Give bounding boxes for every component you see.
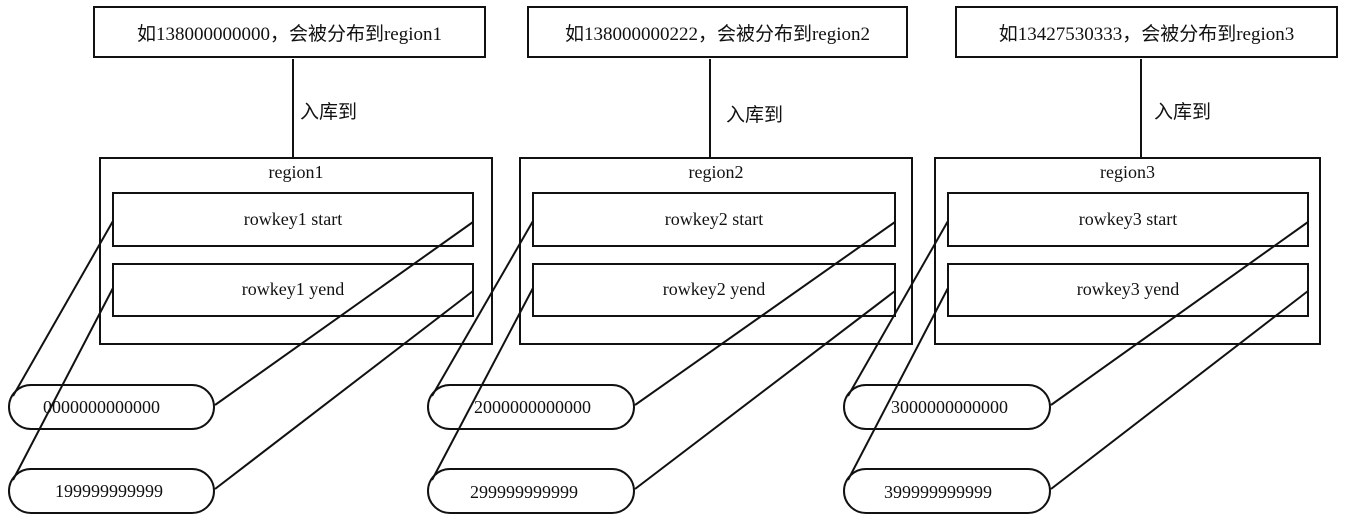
region-title-1: region1: [268, 162, 324, 182]
rowkey-end-label-2: rowkey2 yend: [662, 279, 766, 299]
region-title-3: region3: [1100, 162, 1155, 182]
rowkey-start-box-3: [947, 192, 1309, 247]
rowkey-end-label-3: rowkey3 yend: [1076, 279, 1180, 299]
range-start-value-2: 2000000000000: [474, 397, 591, 417]
range-end-pill-3: [843, 468, 1051, 514]
range-start-value-1: 0000000000000: [43, 397, 160, 417]
example-note-text-3: 如13427530333，会被分布到region3: [998, 23, 1295, 45]
ingest-label-3: 入库到: [1154, 102, 1212, 123]
range-start-pill-2: [427, 384, 635, 430]
rowkey-start-box-2: [532, 192, 896, 247]
example-note-text-1: 如138000000000，会被分布到region1: [136, 23, 443, 45]
end-right-mapping-line-1: [214, 290, 474, 490]
rowkey-end-label-1: rowkey1 yend: [241, 279, 345, 299]
range-start-pill-1: [8, 384, 215, 430]
range-end-pill-2: [427, 468, 635, 514]
rowkey-start-label-1: rowkey1 start: [243, 209, 343, 229]
end-right-mapping-line-2: [634, 290, 896, 490]
range-start-pill-3: [843, 384, 1051, 430]
range-start-value-3: 3000000000000: [891, 397, 1008, 417]
ingest-label-1: 入库到: [300, 102, 358, 123]
region-box-1: [99, 157, 493, 345]
range-end-value-1: 199999999999: [55, 481, 163, 501]
rowkey-start-label-2: rowkey2 start: [664, 209, 764, 229]
example-note-box-3: 如13427530333，会被分布到region3: [955, 6, 1338, 58]
end-right-mapping-line-3: [1050, 290, 1309, 490]
range-end-value-2: 299999999999: [470, 482, 578, 502]
rowkey-start-box-1: [112, 192, 474, 247]
start-left-mapping-line-2: [431, 220, 534, 397]
example-note-text-2: 如138000000222，会被分布到region2: [564, 23, 871, 45]
range-end-value-3: 399999999999: [884, 482, 992, 502]
start-left-mapping-line-3: [847, 220, 949, 397]
region-box-2: [519, 157, 913, 345]
ingest-label-2: 入库到: [726, 105, 784, 126]
region-title-2: region2: [688, 162, 744, 182]
example-note-box-1: 如138000000000，会被分布到region1: [93, 6, 486, 58]
start-right-mapping-line-2: [634, 221, 896, 406]
rowkey-start-label-3: rowkey3 start: [1078, 209, 1178, 229]
range-end-pill-1: [8, 468, 215, 514]
start-right-mapping-line-1: [214, 221, 474, 406]
end-left-mapping-line-2: [431, 287, 534, 481]
region-box-3: [934, 157, 1321, 345]
example-note-box-2: 如138000000222，会被分布到region2: [527, 6, 908, 58]
end-left-mapping-line-3: [847, 287, 949, 481]
start-right-mapping-line-3: [1050, 221, 1309, 406]
start-left-mapping-line-1: [12, 220, 114, 397]
end-left-mapping-line-1: [12, 287, 114, 481]
